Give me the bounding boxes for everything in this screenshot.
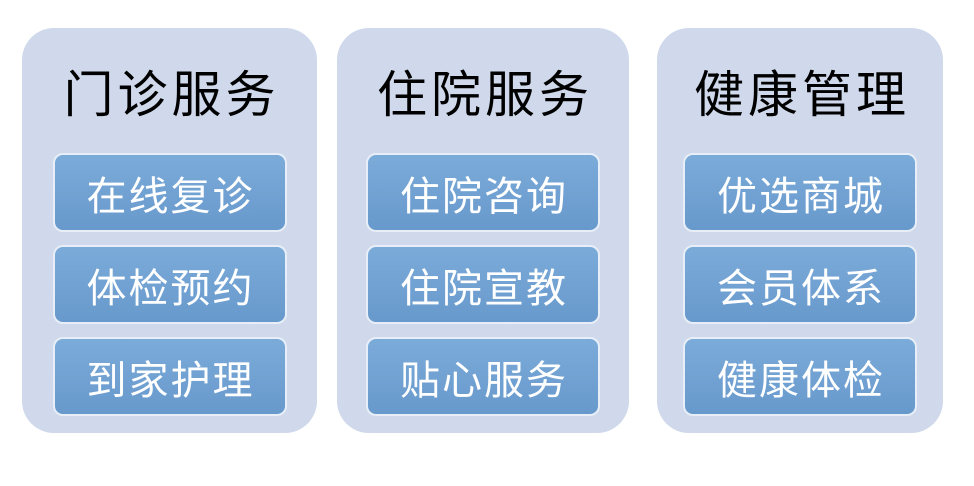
service-button-checkup-booking[interactable]: 体检预约: [52, 245, 287, 324]
service-button-online-followup[interactable]: 在线复诊: [52, 153, 287, 232]
service-button-home-nursing[interactable]: 到家护理: [52, 337, 287, 416]
service-button-inpatient-consult[interactable]: 住院咨询: [366, 153, 600, 232]
button-list-inpatient: 住院咨询 住院宣教 贴心服务: [337, 153, 629, 416]
service-button-preferred-mall[interactable]: 优选商城: [683, 153, 917, 232]
group-title-health-management: 健康管理: [694, 66, 910, 123]
group-title-inpatient: 住院服务: [377, 66, 593, 123]
service-group-health-management: 健康管理 优选商城 会员体系 健康体检: [657, 28, 943, 433]
service-group-outpatient: 门诊服务 在线复诊 体检预约 到家护理: [22, 28, 317, 433]
service-button-inpatient-education[interactable]: 住院宣教: [366, 245, 600, 324]
button-list-outpatient: 在线复诊 体检预约 到家护理: [22, 153, 317, 416]
service-group-inpatient: 住院服务 住院咨询 住院宣教 贴心服务: [337, 28, 629, 433]
button-list-health-management: 优选商城 会员体系 健康体检: [657, 153, 943, 416]
service-button-health-checkup[interactable]: 健康体检: [683, 337, 917, 416]
service-button-membership-system[interactable]: 会员体系: [683, 245, 917, 324]
service-button-caring-service[interactable]: 贴心服务: [366, 337, 600, 416]
group-title-outpatient: 门诊服务: [63, 66, 280, 123]
